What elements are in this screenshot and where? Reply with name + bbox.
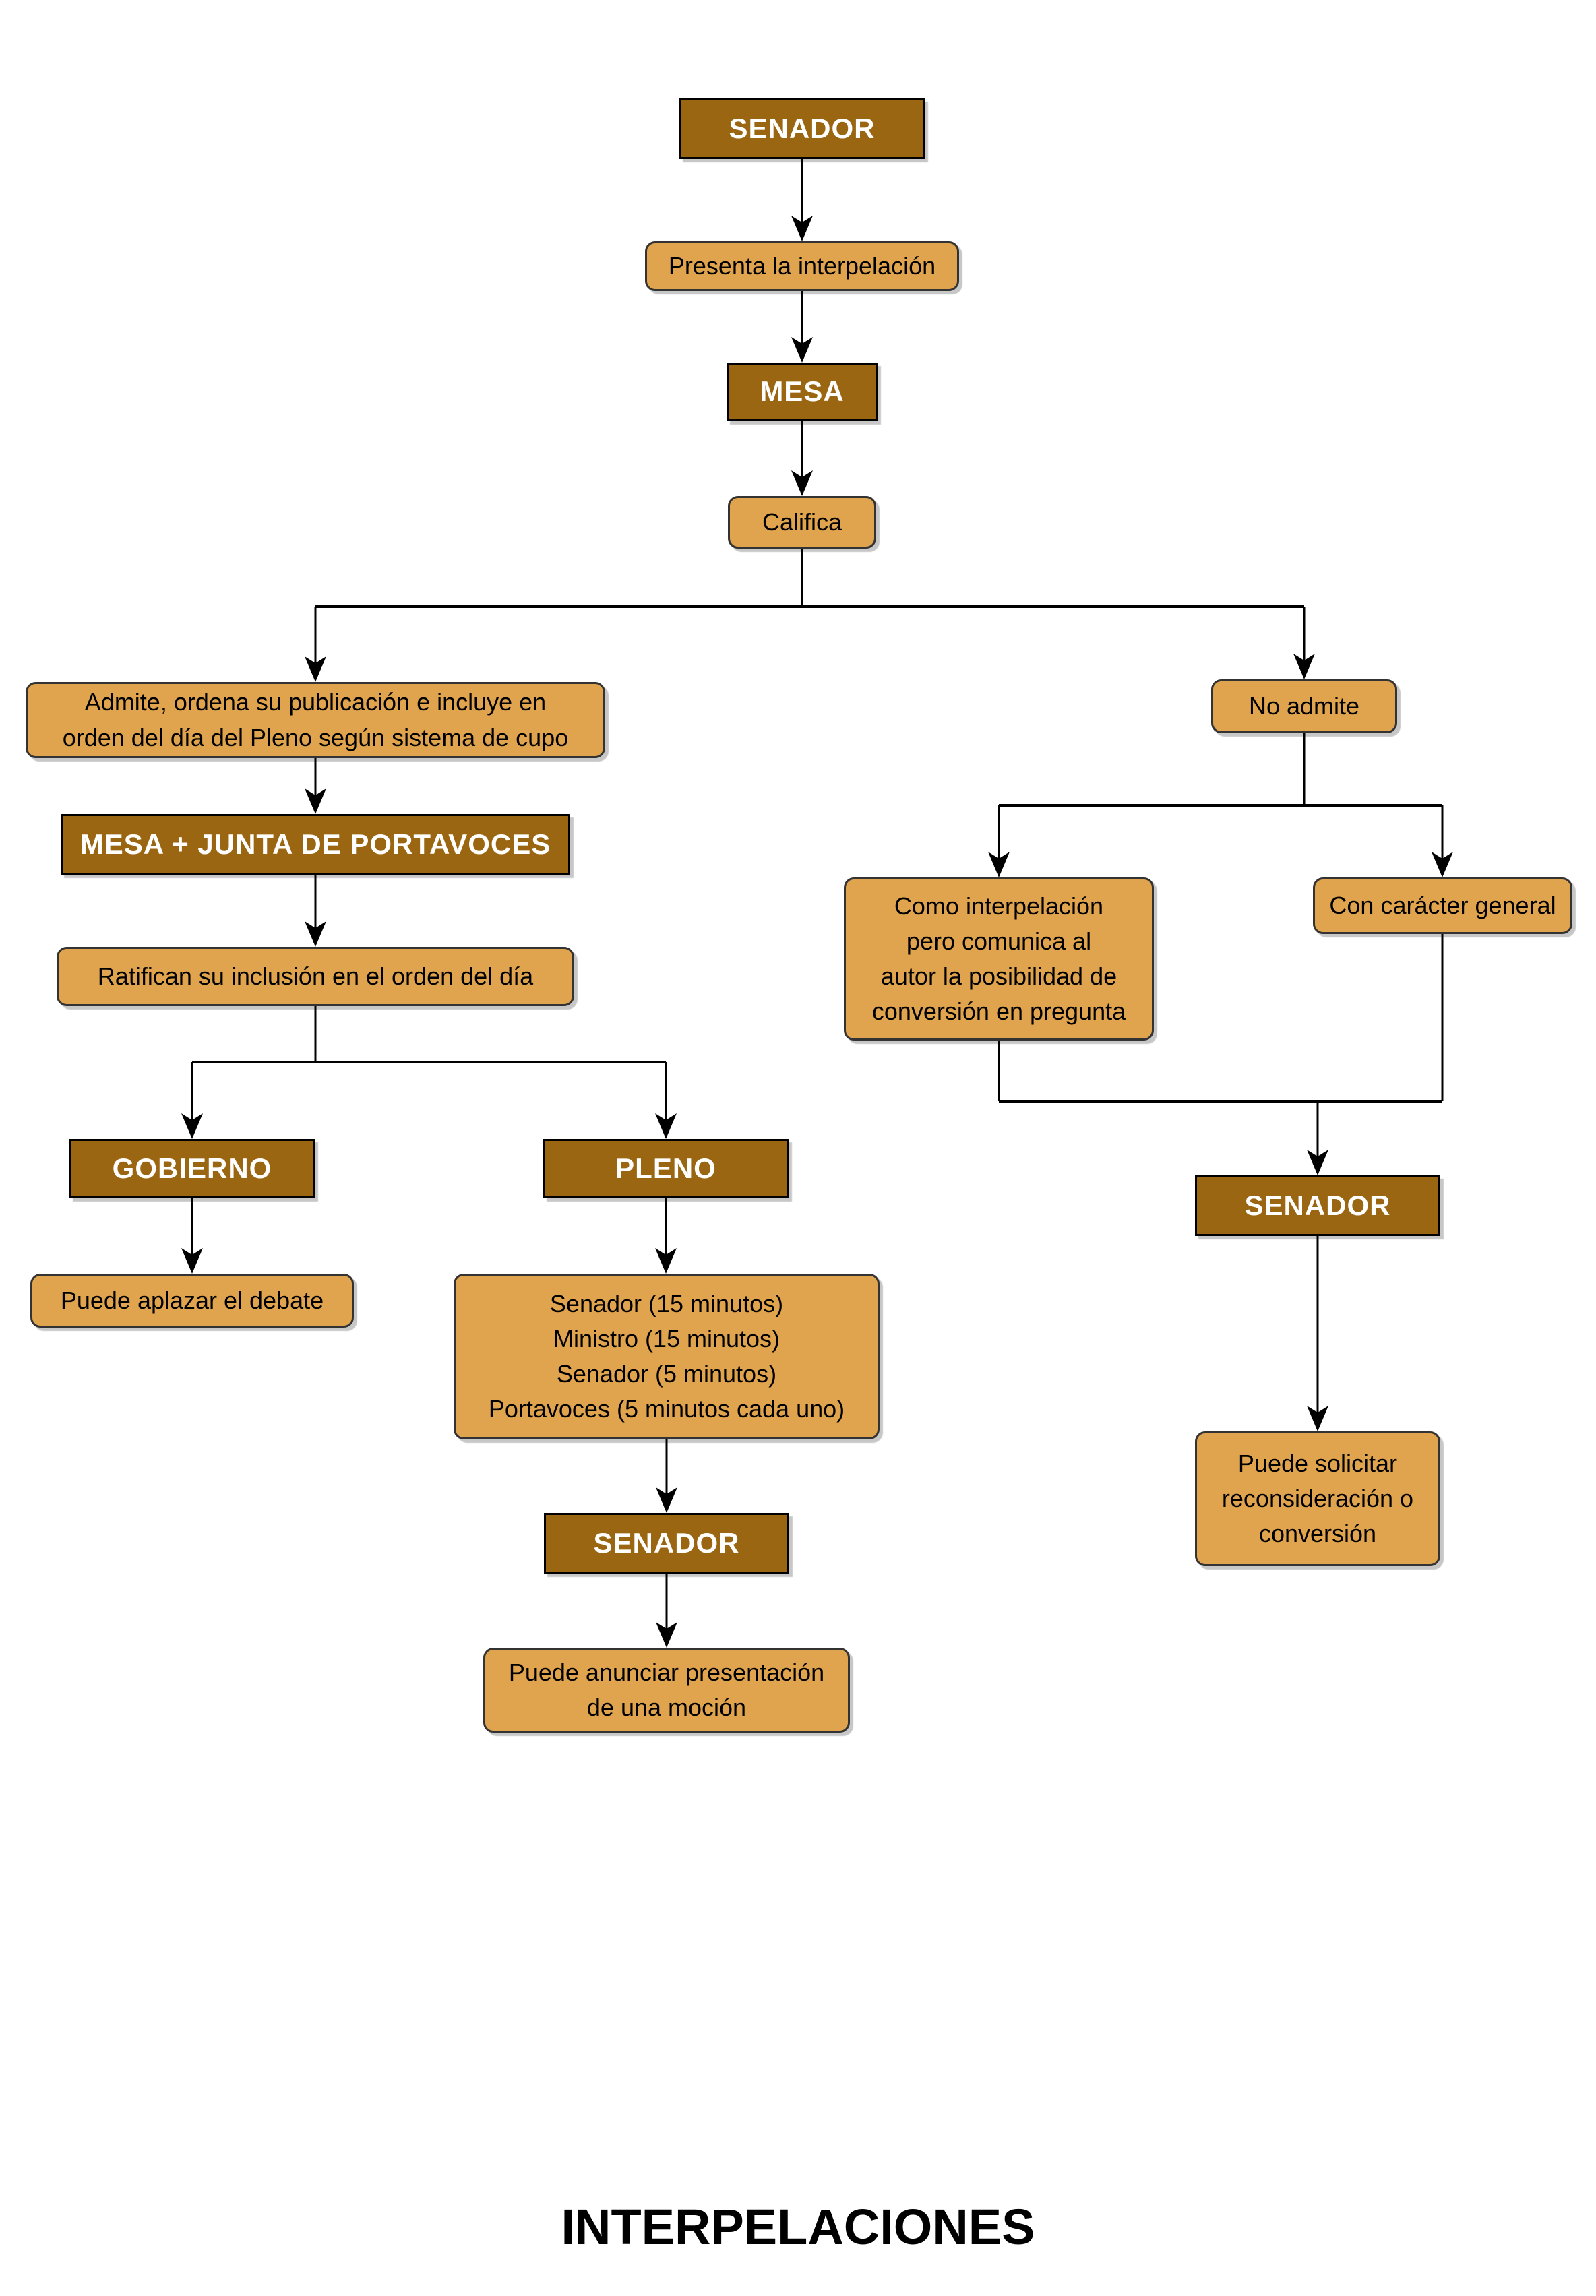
node-admite-line1: Admite, ordena su publicación e incluye … — [84, 688, 547, 716]
node-presenta-label: Presenta la interpelación — [668, 251, 936, 280]
node-puede-solicitar-line2: reconsideración o — [1221, 1484, 1414, 1512]
node-pleno: PLENO — [543, 1139, 789, 1198]
node-admite-line2: orden del día del Pleno según sistema de… — [62, 723, 569, 751]
node-senador-left: SENADOR — [544, 1513, 789, 1574]
node-pleno-debate-line3: Senador (5 minutos) — [556, 1360, 777, 1388]
node-puede-aplazar: Puede aplazar el debate — [30, 1274, 354, 1328]
node-senador-right: SENADOR — [1195, 1175, 1440, 1236]
node-gobierno: GOBIERNO — [69, 1139, 315, 1198]
node-como-interpelacion-line3: autor la posibilidad de — [880, 962, 1117, 990]
node-no-admite-label: No admite — [1248, 691, 1360, 720]
node-con-caracter-general: Con carácter general — [1313, 877, 1572, 934]
node-puede-solicitar-line1: Puede solicitar — [1237, 1449, 1398, 1477]
node-pleno-debate: Senador (15 minutos) Ministro (15 minuto… — [454, 1274, 880, 1439]
node-puede-solicitar: Puede solicitar reconsideración o conver… — [1195, 1431, 1440, 1566]
node-senador-right-label: SENADOR — [1244, 1189, 1391, 1221]
node-como-interpelacion-line4: conversión en pregunta — [871, 997, 1126, 1026]
node-pleno-debate-line2: Ministro (15 minutos) — [553, 1324, 780, 1353]
node-mesa-label: MESA — [760, 375, 845, 408]
node-senador-top-label: SENADOR — [729, 112, 876, 144]
node-senador-left-label: SENADOR — [593, 1526, 740, 1559]
node-mesa-junta-label: MESA + JUNTA DE PORTAVOCES — [80, 828, 551, 860]
node-gobierno-label: GOBIERNO — [112, 1152, 272, 1184]
node-ratifican: Ratifican su inclusión en el orden del d… — [57, 947, 574, 1006]
node-califica-label: Califica — [762, 507, 842, 536]
connector-horizontals — [192, 605, 1442, 1103]
diagram-title: INTERPELACIONES — [561, 2199, 1035, 2255]
node-senador-top: SENADOR — [679, 98, 925, 159]
connector-verticals — [191, 159, 1444, 1629]
node-pleno-debate-line1: Senador (15 minutos) — [549, 1289, 784, 1317]
node-califica: Califica — [728, 496, 876, 549]
node-como-interpelacion-line2: pero comunica al — [906, 927, 1092, 955]
node-pleno-debate-line4: Portavoces (5 minutos cada uno) — [488, 1395, 845, 1423]
node-presenta-interpelacion: Presenta la interpelación — [645, 241, 959, 291]
node-ratifican-label: Ratifican su inclusión en el orden del d… — [97, 962, 534, 990]
node-mesa: MESA — [727, 363, 878, 421]
node-no-admite: No admite — [1211, 679, 1397, 733]
node-mesa-junta-portavoces: MESA + JUNTA DE PORTAVOCES — [61, 814, 570, 875]
node-puede-solicitar-line3: conversión — [1258, 1520, 1377, 1548]
node-puede-anunciar: Puede anunciar presentación de una moció… — [483, 1648, 850, 1733]
node-como-interpelacion: Como interpelación pero comunica al auto… — [844, 877, 1154, 1041]
node-puede-anunciar-line1: Puede anunciar presentación — [508, 1658, 825, 1686]
node-puede-anunciar-line2: de una moción — [586, 1694, 747, 1721]
node-pleno-label: PLENO — [615, 1152, 716, 1184]
node-como-interpelacion-line1: Como interpelación — [894, 892, 1104, 920]
node-puede-aplazar-label: Puede aplazar el debate — [60, 1286, 324, 1314]
node-con-caracter-label: Con carácter general — [1329, 891, 1556, 919]
node-admite: Admite, ordena su publicación e incluye … — [26, 682, 605, 758]
